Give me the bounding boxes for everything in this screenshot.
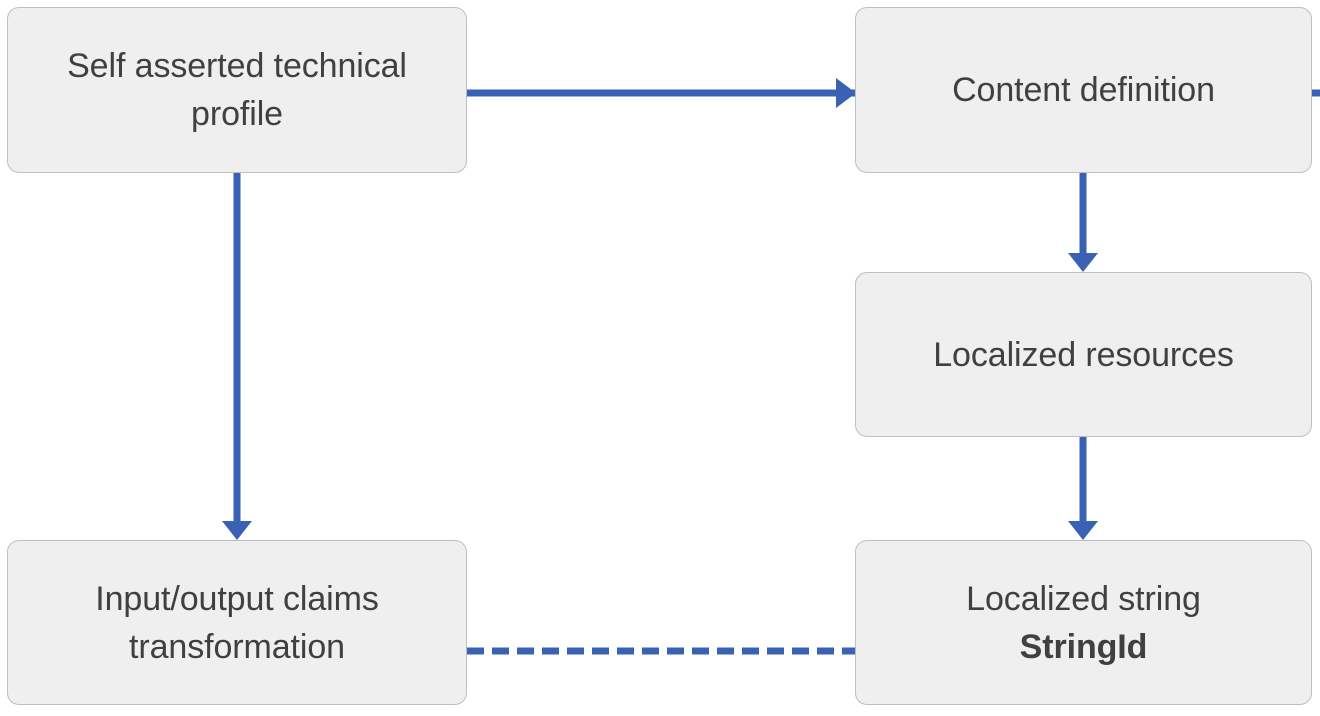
node-label-line1: Localized string: [966, 579, 1201, 618]
node-input-output-claims-transformation[interactable]: Input/output claims transformation: [7, 540, 467, 705]
node-label: Self asserted technical profile: [8, 42, 466, 138]
node-content-definition[interactable]: Content definition: [855, 7, 1312, 173]
node-label-line1: Self asserted technical: [67, 47, 407, 85]
node-label: Content definition: [952, 71, 1215, 109]
edge-localized-resources-to-localized-string: [1068, 437, 1098, 540]
node-label: Localized resources: [933, 335, 1234, 374]
edge-self-asserted-technical-profile-to-input-output-claims-transformation: [222, 173, 252, 540]
node-localized-resources[interactable]: Localized resources: [855, 272, 1312, 437]
node-label-line2: profile: [191, 95, 283, 133]
node-label-line1: Input/output claims: [95, 579, 379, 618]
node-label-string-id: StringId: [1019, 627, 1148, 666]
edge-content-definition-to-localized-resources: [1068, 173, 1098, 272]
node-self-asserted-technical-profile[interactable]: Self asserted technical profile: [7, 7, 467, 173]
node-label-line2: transformation: [129, 627, 345, 666]
node-label: Input/output claims transformation: [8, 575, 466, 671]
